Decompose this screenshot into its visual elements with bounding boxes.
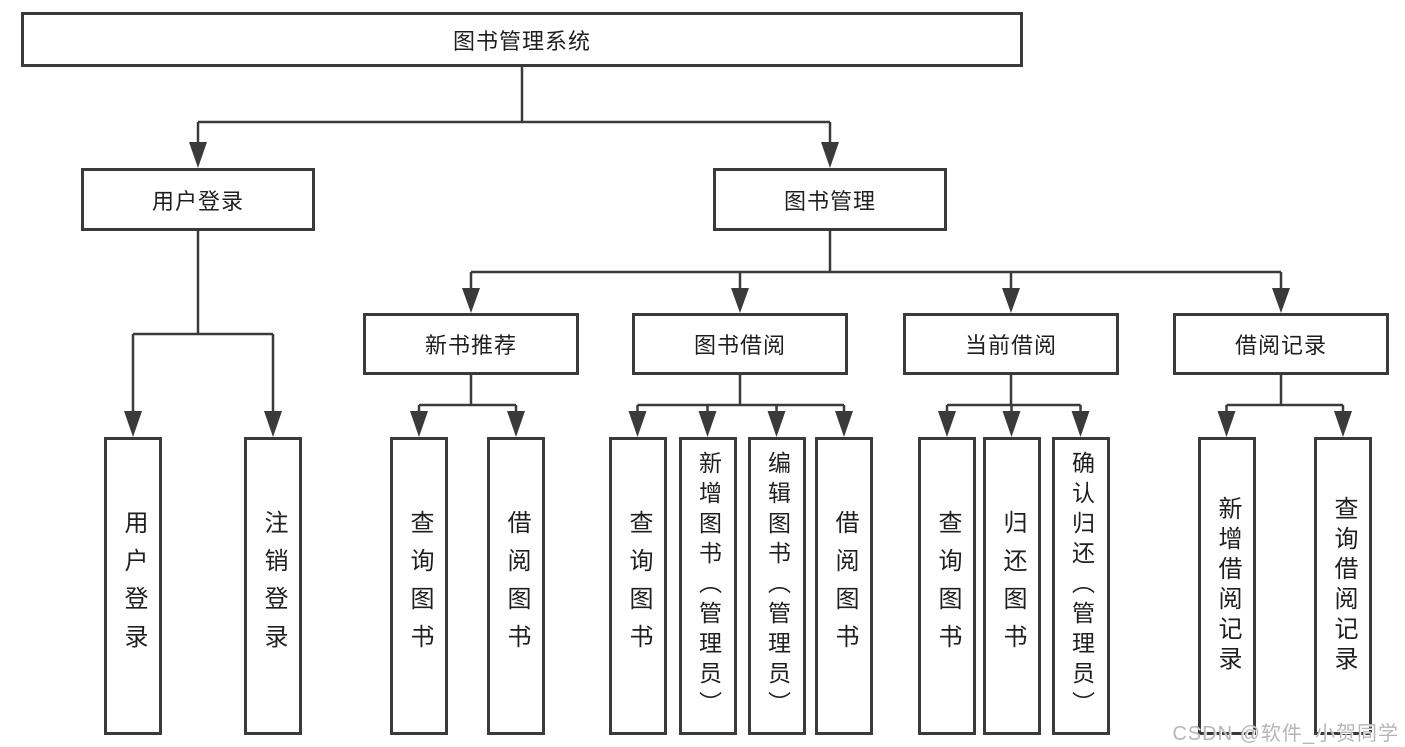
leaf-return-book: 归还图书 [983,437,1041,735]
arrowhead-icon [1334,411,1352,437]
leaf-query-books-borrowing: 查询图书 [609,437,667,735]
leaf-label: 用户登录 [120,510,147,662]
leaf-label: 注销登录 [260,510,287,662]
node-label: 图书管理 [783,188,876,214]
arrowhead-icon [189,142,207,168]
leaf-label: 新增图书（管理员） [695,451,722,721]
leaf-add-borrow-record: 新增借阅记录 [1198,437,1256,735]
arrowhead-icon [1002,288,1020,313]
node-label: 当前借阅 [964,333,1057,358]
node-user-login-branch: 用户登录 [81,168,315,231]
node-new-book-recommend: 新书推荐 [363,313,579,375]
node-label: 新书推荐 [424,333,517,358]
arrowhead-icon [1217,411,1236,437]
arrowhead-icon [264,411,282,437]
leaf-label: 归还图书 [999,510,1026,662]
arrowhead-icon [938,411,956,437]
node-root-library-system: 图书管理系统 [21,12,1023,67]
arrowhead-icon [731,288,749,313]
leaf-borrow-books-borrowing: 借阅图书 [815,437,873,735]
arrowhead-icon [462,288,480,313]
node-current-borrowing: 当前借阅 [903,313,1119,375]
leaf-label: 借阅图书 [831,510,858,662]
leaf-add-book-admin: 新增图书（管理员） [679,437,737,735]
leaf-edit-book-admin: 编辑图书（管理员） [748,437,806,735]
arrowhead-icon [1272,288,1290,313]
node-label: 图书管理系统 [452,28,591,54]
leaf-query-borrow-record: 查询借阅记录 [1314,437,1372,735]
leaf-label: 借阅图书 [503,510,530,662]
watermark: CSDN @软件_小贺同学 [1172,723,1399,745]
node-book-borrowing: 图书借阅 [632,313,848,375]
leaf-label: 编辑图书（管理员） [764,451,791,721]
leaf-user-login: 用户登录 [104,437,162,735]
leaf-label: 查询借阅记录 [1330,496,1357,676]
leaf-label: 确认归还（管理员） [1068,451,1095,721]
arrowhead-icon [507,411,525,437]
arrowhead-icon [410,411,428,437]
leaf-label: 查询图书 [406,510,433,662]
leaf-confirm-return-admin: 确认归还（管理员） [1052,437,1110,735]
leaf-query-books-recommend: 查询图书 [390,437,448,735]
arrowhead-icon [821,142,839,168]
leaf-label: 新增借阅记录 [1214,496,1241,676]
leaf-label: 查询图书 [934,510,961,662]
arrowhead-icon [124,411,142,437]
node-book-management-branch: 图书管理 [713,168,947,231]
node-borrowing-records: 借阅记录 [1173,313,1389,375]
arrowhead-icon [1002,411,1021,437]
node-label: 借阅记录 [1234,333,1327,358]
node-label: 图书借阅 [693,333,786,358]
arrowhead-icon [835,411,853,437]
leaf-logout: 注销登录 [244,437,302,735]
node-label: 用户登录 [151,188,244,214]
arrowhead-icon [767,411,786,437]
arrowhead-icon [698,411,717,437]
arrowhead-icon [628,411,647,437]
leaf-query-books-current: 查询图书 [918,437,976,735]
arrowhead-icon [1071,411,1090,437]
leaf-borrow-books-recommend: 借阅图书 [487,437,545,735]
leaf-label: 查询图书 [625,510,652,662]
